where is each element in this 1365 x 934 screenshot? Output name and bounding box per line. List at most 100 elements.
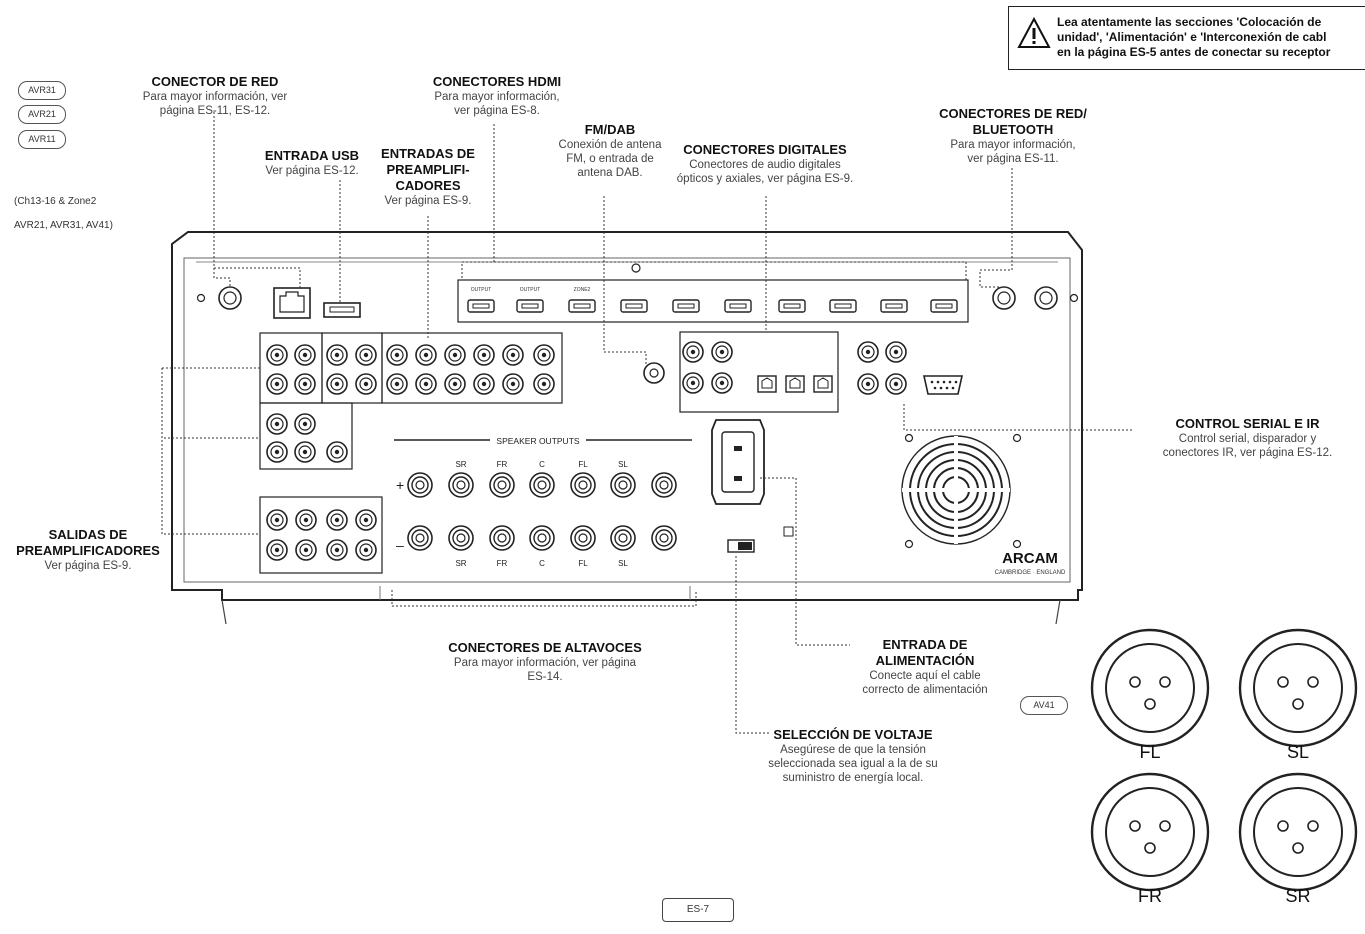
digital-connectors-block <box>679 331 839 413</box>
callout-bluetooth-line2: ver página ES-11. <box>967 153 1059 165</box>
minus-label: – <box>396 537 404 553</box>
spk-top-fl: FL <box>578 460 588 469</box>
callout-preamp-out-t2: PREAMPLIFICADORES <box>16 543 160 558</box>
xlr-fl-connector <box>1090 628 1210 748</box>
model-badge-avr21: AVR21 <box>18 105 66 124</box>
preamp-input-block <box>259 332 563 404</box>
warning-line-3: en la página ES-5 antes de conectar su r… <box>1057 45 1331 59</box>
spk-bottom-fl: FL <box>578 559 588 568</box>
callout-preamp-out: SALIDAS DE PREAMPLIFICADORES Ver página … <box>8 527 168 573</box>
usb-port <box>323 302 361 318</box>
callout-voltage-line3: suministro de energía local. <box>782 772 924 784</box>
spk-bottom-fr: FR <box>497 559 508 568</box>
xlr-label-fr: FR <box>1138 886 1162 906</box>
brand-subtitle: CAMBRIDGE · ENGLAND <box>995 570 1066 576</box>
callout-speakers-title: CONECTORES DE ALTAVOCES <box>448 640 642 655</box>
callout-voltage-line2: seleccionada sea igual a la de su <box>768 758 938 770</box>
callout-digital-line1: Conectores de audio digitales <box>689 159 841 171</box>
spk-top-sl: SL <box>618 460 628 469</box>
callout-fmdab-line1: Conexión de antena <box>558 139 662 151</box>
callout-bluetooth-t2: BLUETOOTH <box>972 122 1054 137</box>
spk-top-fr: FR <box>497 460 508 469</box>
callout-preamp-in-t2: PREAMPLIFI- <box>386 162 470 177</box>
callout-digital-title: CONECTORES DIGITALES <box>683 142 847 157</box>
warning-line-2: unidad', 'Alimentación' e 'Interconexión… <box>1057 30 1327 44</box>
fm-dab-connector <box>643 362 665 384</box>
callout-bluetooth-t1: CONECTORES DE RED/ <box>939 106 1087 121</box>
callout-preamp-out-line1: Ver página ES-9. <box>44 560 132 572</box>
xlr-label-fl: FL <box>1139 742 1161 762</box>
callout-fmdab: FM/DAB Conexión de antena FM, o entrada … <box>540 122 680 180</box>
warning-line-1: Lea atentamente las secciones 'Colocació… <box>1057 15 1322 29</box>
callout-serial-title: CONTROL SERIAL E IR <box>1175 416 1320 431</box>
callout-voltage-line1: Asegúrese de que la tensión <box>780 744 926 756</box>
callout-red-title: CONECTOR DE RED <box>151 74 279 89</box>
spk-top-c: C <box>539 460 545 469</box>
wifi-antenna-connector <box>218 286 242 310</box>
warning-icon <box>1017 17 1051 48</box>
callout-digital-line2: ópticos y axiales, ver página ES-9. <box>676 173 854 185</box>
zone-note-2: AVR21, AVR31, AV41) <box>14 220 113 231</box>
callout-red-line1: Para mayor información, ver <box>142 91 288 103</box>
leader-lines <box>161 112 1132 734</box>
brand-logo: ARCAM <box>1002 550 1058 567</box>
callout-speakers-line1: Para mayor información, ver página <box>453 657 637 669</box>
spk-bottom-sl: SL <box>618 559 628 568</box>
callout-usb: ENTRADA USB Ver página ES-12. <box>252 148 372 178</box>
model-badge-av41: AV41 <box>1020 696 1068 715</box>
callout-preamp-in-t3: CADORES <box>395 178 461 193</box>
xlr-sr-connector <box>1238 772 1358 892</box>
speaker-outputs-block: SPEAKER OUTPUTS + – SR FR C FL SL SR FR … <box>394 433 692 568</box>
spk-bottom-sr: SR <box>455 559 466 568</box>
page-number: ES-7 <box>662 898 734 922</box>
zone-output-block <box>259 402 353 470</box>
callout-hdmi-line1: Para mayor información, <box>434 91 560 103</box>
callout-digital: CONECTORES DIGITALES Conectores de audio… <box>660 142 870 186</box>
voltage-switch <box>727 526 794 553</box>
xlr-label-sr: SR <box>1285 886 1311 906</box>
xlr-fr-connector <box>1090 772 1210 892</box>
power-inlet <box>711 419 765 505</box>
rs232-port <box>923 375 963 395</box>
speaker-outputs-label: SPEAKER OUTPUTS <box>496 436 579 446</box>
preamp-output-block <box>259 496 383 574</box>
callout-power-t2: ALIMENTACIÓN <box>875 653 975 668</box>
callout-preamp-in-t1: ENTRADAS DE <box>381 146 475 161</box>
callout-red-line2: página ES-11, ES-12. <box>159 105 271 117</box>
callout-preamp-in: ENTRADAS DE PREAMPLIFI- CADORES Ver pági… <box>372 146 484 208</box>
model-badge-avr11: AVR11 <box>18 130 66 149</box>
callout-red: CONECTOR DE RED Para mayor información, … <box>120 74 310 118</box>
spk-bottom-c: C <box>539 559 545 568</box>
callout-hdmi: CONECTORES HDMI Para mayor información, … <box>412 74 582 118</box>
callout-hdmi-title: CONECTORES HDMI <box>432 74 562 89</box>
bluetooth-antenna-connector-2 <box>992 286 1016 310</box>
hdmi-label-output-2: OUTPUT <box>520 287 541 293</box>
callout-speakers: CONECTORES DE ALTAVOCES Para mayor infor… <box>420 640 670 684</box>
callout-serial-line2: conectores IR, ver página ES-12. <box>1162 447 1333 459</box>
callout-usb-title: ENTRADA USB <box>264 148 360 163</box>
warning-box: Lea atentamente las secciones 'Colocació… <box>1008 6 1365 70</box>
model-badge-avr31: AVR31 <box>18 81 66 100</box>
callout-fmdab-line2: FM, o entrada de <box>566 153 654 165</box>
callout-preamp-in-line1: Ver página ES-9. <box>384 195 472 207</box>
callout-power-line2: correcto de alimentación <box>862 684 988 696</box>
callout-fmdab-line3: antena DAB. <box>577 167 643 179</box>
hdmi-panel: OUTPUT OUTPUT ZONE2 <box>457 279 969 323</box>
callout-voltage-title: SELECCIÓN DE VOLTAJE <box>773 727 933 742</box>
callout-power-t1: ENTRADA DE <box>882 637 968 652</box>
hdmi-label-output-1: OUTPUT <box>471 287 492 293</box>
callout-usb-line1: Ver página ES-12. <box>265 165 359 177</box>
callout-preamp-out-t1: SALIDAS DE <box>48 527 128 542</box>
callout-bluetooth-line1: Para mayor información, <box>950 139 1076 151</box>
callout-fmdab-title: FM/DAB <box>584 122 636 137</box>
callout-power-line1: Conecte aquí el cable <box>869 670 981 682</box>
callout-voltage: SELECCIÓN DE VOLTAJE Asegúrese de que la… <box>748 727 958 785</box>
plus-label: + <box>396 477 404 493</box>
xlr-label-sl: SL <box>1286 742 1310 762</box>
callout-power: ENTRADA DE ALIMENTACIÓN Conecte aquí el … <box>840 637 1010 697</box>
callout-hdmi-line2: ver página ES-8. <box>454 105 540 117</box>
callout-serial: CONTROL SERIAL E IR Control serial, disp… <box>1130 416 1365 460</box>
xlr-panel <box>1090 628 1358 892</box>
callout-bluetooth: CONECTORES DE RED/ BLUETOOTH Para mayor … <box>918 106 1108 166</box>
